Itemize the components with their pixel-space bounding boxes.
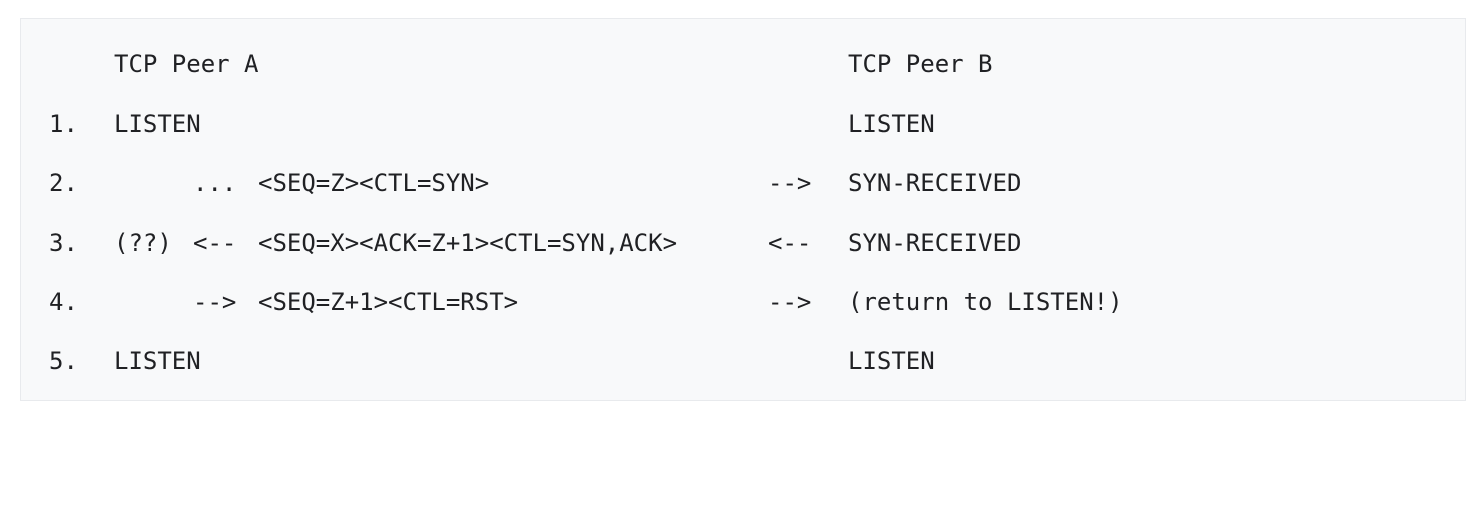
peer-b-heading: TCP Peer B <box>848 50 993 78</box>
peer-a-arrow: <-- <box>193 229 237 257</box>
peer-b-state: SYN-RECEIVED <box>848 169 1022 197</box>
step-number: 2. <box>49 169 78 197</box>
sequence-row-5: 5. LISTEN LISTEN <box>21 345 935 377</box>
peer-b-state: LISTEN <box>848 110 935 138</box>
step-number: 3. <box>49 229 78 257</box>
direction-arrow: --> <box>768 169 812 197</box>
step-number: 1. <box>49 110 78 138</box>
peer-a-state: LISTEN <box>114 110 201 138</box>
peer-b-state: SYN-RECEIVED <box>848 229 1022 257</box>
code-block: TCP Peer A TCP Peer B 1. LISTEN LISTEN 2… <box>20 18 1466 401</box>
peer-a-heading: TCP Peer A <box>114 50 259 78</box>
peer-a-arrow: ... <box>193 169 237 197</box>
sequence-row-1: 1. LISTEN LISTEN <box>21 108 935 140</box>
header-line: TCP Peer A TCP Peer B <box>21 48 993 80</box>
step-number: 5. <box>49 347 78 375</box>
sequence-row-3: 3. (??) <-- <SEQ=X><ACK=Z+1><CTL=SYN,ACK… <box>21 227 1021 259</box>
segment: <SEQ=X><ACK=Z+1><CTL=SYN,ACK> <box>258 229 678 257</box>
direction-arrow: <-- <box>768 229 812 257</box>
direction-arrow: --> <box>768 288 812 316</box>
sequence-row-2: 2. ... <SEQ=Z><CTL=SYN> --> SYN-RECEIVED <box>21 167 1021 199</box>
segment: <SEQ=Z><CTL=SYN> <box>258 169 490 197</box>
peer-b-state: LISTEN <box>848 347 935 375</box>
peer-a-arrow: --> <box>193 288 237 316</box>
peer-a-state: LISTEN <box>114 347 201 375</box>
sequence-row-4: 4. --> <SEQ=Z+1><CTL=RST> --> (return to… <box>21 286 1123 318</box>
peer-b-state: (return to LISTEN!) <box>848 288 1123 316</box>
step-number: 4. <box>49 288 78 316</box>
peer-a-state: (??) <box>114 229 172 257</box>
segment: <SEQ=Z+1><CTL=RST> <box>258 288 519 316</box>
